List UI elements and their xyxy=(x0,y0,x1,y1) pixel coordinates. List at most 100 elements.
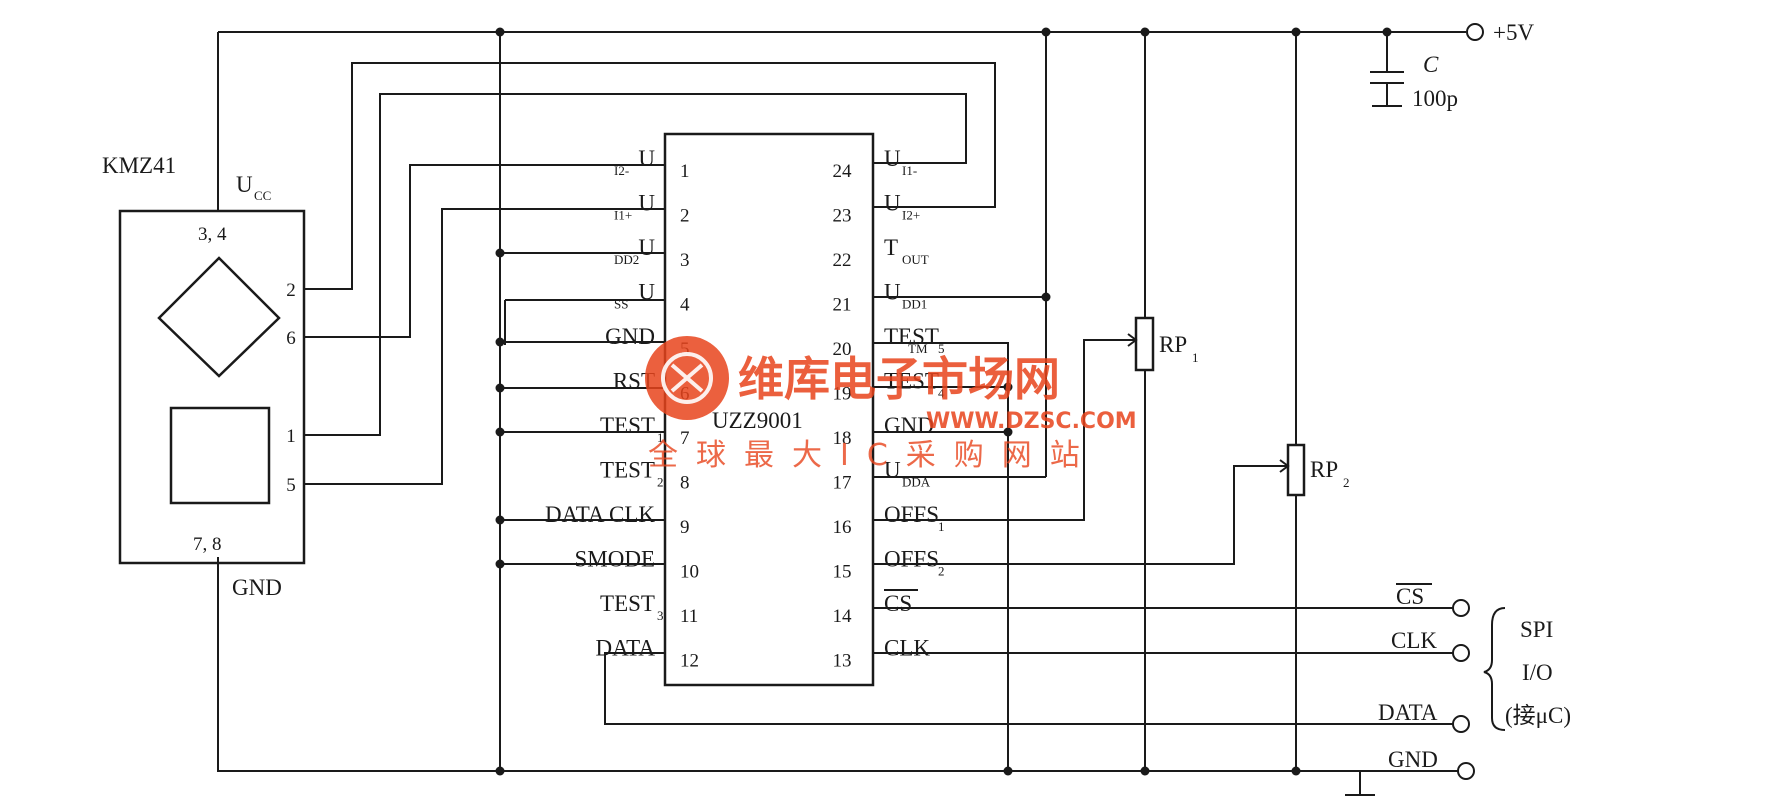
io-cs-label: CS xyxy=(1396,584,1424,609)
sensor-name: KMZ41 xyxy=(102,153,176,178)
chip-pin-label: U xyxy=(884,280,901,305)
wire-sensor5-pin2 xyxy=(304,208,665,485)
rp1-wiper xyxy=(1127,333,1138,347)
chip-pin-sub: 2 xyxy=(938,564,945,579)
chip-pin-sub: DDA xyxy=(902,475,931,490)
wire-sensor6-pin1 xyxy=(304,164,665,338)
chip-pin-sub: DD2 xyxy=(614,252,639,267)
chip-pin-number: 13 xyxy=(833,651,852,672)
chip-pin-number: 15 xyxy=(833,562,852,583)
sensor-pin-1: 1 xyxy=(286,426,296,447)
chip-pin-number: 7 xyxy=(680,428,690,449)
supply-label: +5V xyxy=(1493,20,1534,45)
rp1-label: RP xyxy=(1159,332,1187,357)
chip-pin-sub: I2+ xyxy=(902,208,920,223)
chip-pin-number: 11 xyxy=(680,606,698,627)
sensor-chip-symbol xyxy=(169,406,271,505)
chip-pin-label: U xyxy=(884,191,901,216)
gnd-rail xyxy=(217,557,1466,772)
capacitor-name: C xyxy=(1423,52,1439,77)
chip-pin-number: 17 xyxy=(833,473,852,494)
chip-pin-number: 16 xyxy=(833,517,852,538)
chip-pin-number: 14 xyxy=(833,606,853,627)
sensor-pin-2: 2 xyxy=(286,280,296,301)
chip-pin-number: 22 xyxy=(833,250,852,271)
chip-pin-number: 2 xyxy=(680,206,690,227)
chip-pin-sub: I1- xyxy=(902,163,917,178)
chip-pin-label: U xyxy=(638,146,655,171)
watermark-tm: TM xyxy=(908,341,928,356)
chip-pin-label: DATA CLK xyxy=(545,502,655,527)
sensor-pin-5: 5 xyxy=(286,475,296,496)
chip-pin-label: TEST xyxy=(884,324,939,349)
rp2-sub: 2 xyxy=(1343,475,1350,490)
wire-sensor2-pin23 xyxy=(304,62,996,290)
chip-pin-number: 20 xyxy=(833,339,852,360)
chip-pin-label: GND xyxy=(605,324,655,349)
chip-pin-sub: SS xyxy=(614,297,628,312)
wires xyxy=(217,31,1506,796)
sensor-bridge-symbol xyxy=(157,256,281,378)
chip-pin-sub: 1 xyxy=(657,430,664,445)
watermark-url: WWW.DZSC.COM xyxy=(926,409,1137,434)
rp1-sub: 1 xyxy=(1192,350,1199,365)
cs-terminal xyxy=(1452,599,1470,617)
rp2-wiper xyxy=(1278,459,1290,473)
chip-pin-label: U xyxy=(638,191,655,216)
chip-name: UZZ9001 xyxy=(712,408,803,433)
io-gnd-label: GND xyxy=(1388,747,1438,772)
chip-pin-number: 9 xyxy=(680,517,690,538)
wire-offs1 xyxy=(873,339,1136,521)
chip-pin-sub: OUT xyxy=(902,252,929,267)
wire-sensor1-pin24 xyxy=(304,93,967,436)
chip-pin-label: TEST xyxy=(600,591,655,616)
chip-pin-label: SMODE xyxy=(574,547,655,572)
gnd-terminal xyxy=(1457,762,1475,780)
watermark: 维库电子市场网 TM WWW.DZSC.COM 全球最大IC采购网站 xyxy=(645,336,1137,473)
wire-data xyxy=(604,652,1453,725)
chip-pin-sub: I2- xyxy=(614,163,629,178)
chip-pin-number: 21 xyxy=(833,295,852,316)
data-terminal xyxy=(1452,715,1470,733)
io-note: (接μC) xyxy=(1505,703,1571,728)
chip-pin-sub: 2 xyxy=(657,475,664,490)
chip-pin-label: OFFS xyxy=(884,502,939,527)
sensor-pin-6: 6 xyxy=(286,328,296,349)
chip-pin-label: U xyxy=(638,235,655,260)
io-clk-label: CLK xyxy=(1391,628,1437,653)
chip-pin-label: U xyxy=(884,146,901,171)
spi-brace xyxy=(1483,607,1506,731)
chip-pin-label: CLK xyxy=(884,636,930,661)
rp1-resistor xyxy=(1134,316,1155,372)
io-data-label: DATA xyxy=(1378,700,1438,725)
chip-pin-sub: 5 xyxy=(938,341,945,356)
chip-pin-label: TEST xyxy=(600,413,655,438)
chip-pin-number: 4 xyxy=(680,295,690,316)
chip-pin-label: TEST xyxy=(600,458,655,483)
chip-pin-number: 23 xyxy=(833,206,852,227)
io-label: I/O xyxy=(1522,660,1553,685)
chip-pin-label: GND xyxy=(884,413,934,438)
sensor-ucc-label: U xyxy=(236,172,253,197)
vcc-terminal xyxy=(1466,23,1484,41)
rp2-label: RP xyxy=(1310,457,1338,482)
wire-offs2 xyxy=(873,465,1286,565)
chip-pin-number: 18 xyxy=(833,428,852,449)
chip-pin-number: 1 xyxy=(680,161,690,182)
chip-pin-sub: 4 xyxy=(938,386,945,401)
sensor-ucc-sub: CC xyxy=(254,188,271,203)
sensor-body xyxy=(118,209,306,565)
spi-label: SPI xyxy=(1520,617,1553,642)
sensor-gnd-label: GND xyxy=(232,575,282,600)
chip-pin-label: U xyxy=(638,280,655,305)
chip-pin-number: 24 xyxy=(833,161,853,182)
chip-pin-label: TEST xyxy=(884,369,939,394)
rp2-resistor xyxy=(1286,443,1306,497)
sensor-bottom-pins: 7, 8 xyxy=(193,534,222,555)
chip-pin-number: 8 xyxy=(680,473,690,494)
chip-pin-number: 3 xyxy=(680,250,690,271)
junctions xyxy=(495,27,1392,776)
